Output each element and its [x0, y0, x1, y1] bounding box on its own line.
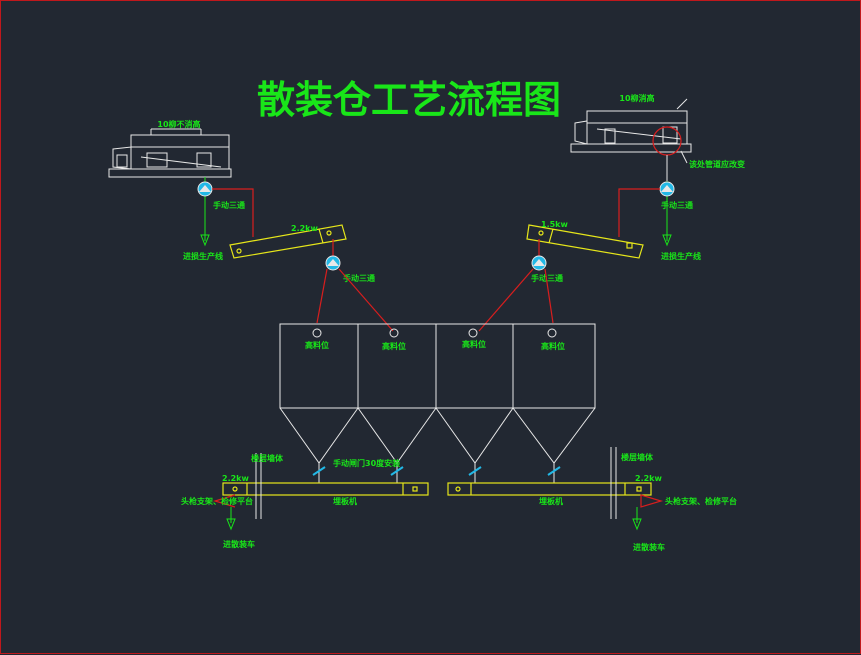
left-inclined-conveyor [229, 224, 347, 259]
silo-4-level-label: 高料位 [541, 341, 565, 351]
right-machine-label: 10柳消高 [619, 93, 654, 103]
left-production-machine [108, 128, 232, 178]
left-support-label: 头枪支架、检修平台 [181, 496, 253, 506]
right-truck-label: 进散装车 [633, 542, 665, 552]
right-wall-label: 楼层墙体 [621, 452, 654, 462]
left-machine-label: 10柳不消高 [157, 119, 200, 129]
right-machine-note: 该处管道应改变 [689, 159, 745, 169]
left-pipe [212, 188, 254, 237]
left-mid-valve-label: 手动三通 [343, 273, 375, 283]
diagram-title: 散装仓工艺流程图 [257, 78, 561, 122]
right-bottom-conveyor [447, 447, 664, 531]
left-conveyor-label: 埋板机 [333, 496, 357, 506]
right-conveyor-label: 埋板机 [539, 496, 563, 506]
left-to-production-label: 进损生产线 [183, 251, 223, 261]
right-bottom-power: 2.2kw [635, 474, 662, 483]
right-conveyor-power: 1.5kw [541, 220, 568, 229]
right-top-valve-label: 手动三通 [661, 200, 693, 210]
left-truck-label: 进散装车 [223, 539, 255, 549]
gate-note: 手动闸门30度安装 [333, 458, 400, 468]
right-pipe [618, 188, 660, 237]
right-to-production-label: 进损生产线 [661, 251, 701, 261]
left-bottom-power: 2.2kw [222, 474, 249, 483]
left-top-valve-label: 手动三通 [213, 200, 245, 210]
silo-2-level-label: 高料位 [382, 341, 406, 351]
left-wall-label: 楼层墙体 [251, 453, 284, 463]
left-conveyor-power: 2.2kw [291, 224, 318, 233]
silo-3-level-label: 高料位 [462, 339, 486, 349]
right-production-machine [570, 98, 692, 156]
silo-1-level-label: 高料位 [305, 340, 329, 350]
right-mid-valve-label: 手动三通 [531, 273, 563, 283]
left-bottom-conveyor [212, 453, 429, 531]
hopper-gates [312, 463, 561, 483]
right-support-label: 头枪支架、检修平台 [665, 496, 737, 506]
right-inclined-conveyor [526, 224, 644, 259]
